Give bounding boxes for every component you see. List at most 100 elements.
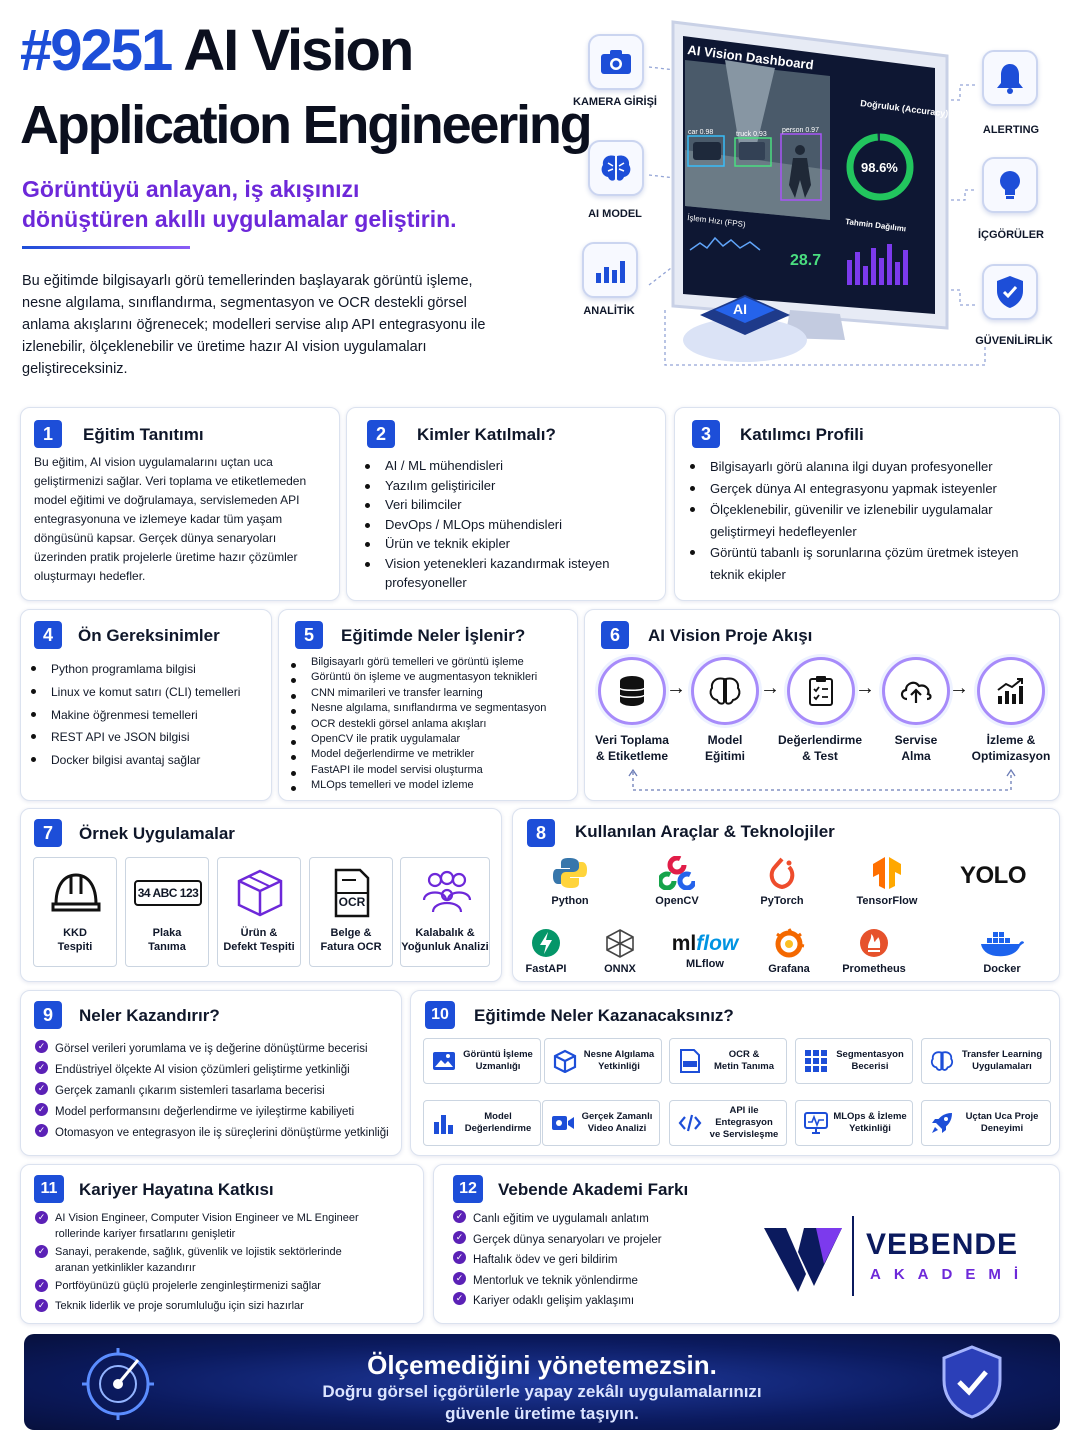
- side-label-camera: KAMERA GİRİŞİ: [573, 96, 657, 108]
- side-label-ai-model: AI MODEL: [588, 208, 642, 220]
- opencv-logo-icon: [657, 855, 697, 891]
- tool-mlflow: mlflow MLflow: [660, 930, 750, 970]
- ai-chip-icon: AI: [683, 295, 807, 362]
- hero-illustration: AI Vision Dashboard car 0.98 truck 0.93 …: [648, 20, 986, 366]
- tensorflow-logo-icon: [873, 857, 901, 889]
- tool-pytorch: PyTorch: [737, 856, 827, 907]
- lightbulb-icon: [982, 157, 1038, 213]
- list-item: Python programlama bilgisi: [29, 658, 269, 681]
- app-label: Kalabalık &: [415, 927, 475, 939]
- section-number: 5: [295, 621, 323, 649]
- python-logo-icon: [553, 858, 587, 888]
- skill-label: Deneyimi: [980, 1123, 1024, 1134]
- target-icon: [82, 1348, 154, 1420]
- section-number: 8: [527, 819, 555, 847]
- card-benefits: 9 Neler Kazandırır? Görsel verileri yoru…: [20, 990, 402, 1156]
- list-item: OCR destekli görsel anlama akışları: [289, 717, 574, 732]
- list-item: Görsel verileri yorumlama ve iş değerine…: [35, 1039, 400, 1060]
- skill-label: Uzmanlığı: [475, 1061, 521, 1072]
- tool-tensorflow: TensorFlow: [842, 856, 932, 907]
- list-item: Gerçek dünya AI entegrasyonu yapmak iste…: [688, 478, 1038, 500]
- flow-arrow: →: [949, 677, 969, 699]
- fps-value: 28.7: [790, 252, 821, 269]
- skill-label: Metin Tanıma: [714, 1061, 774, 1072]
- list-item: CNN mimarileri ve transfer learning: [289, 686, 574, 701]
- footer-line-3: güvenle üretime taşıyın.: [445, 1404, 639, 1423]
- card-prerequisites: 4 Ön Gereksinimler Python programlama bi…: [20, 609, 272, 801]
- dashboard-monitor: AI Vision Dashboard car 0.98 truck 0.93 …: [671, 20, 949, 340]
- flow-step-label-line: Eğitimi: [704, 749, 745, 763]
- skill-label: Nesne Algılama: [583, 1049, 655, 1060]
- camera-icon: [588, 34, 644, 90]
- section-title: Kullanılan Araçlar & Teknolojiler: [575, 822, 835, 841]
- flow-step-label-line: Optimizasyon: [971, 749, 1051, 763]
- skill-label: Uçtan Uca Proje: [965, 1111, 1039, 1122]
- list-item: Mentorluk ve teknik yönlendirme: [453, 1271, 753, 1292]
- section-number: 10: [425, 1001, 455, 1029]
- list-item: Ürün ve teknik ekipler: [363, 534, 653, 554]
- check-list: Canlı eğitim ve uygulamalı anlatım Gerçe…: [453, 1209, 753, 1312]
- tool-grafana: Grafana: [744, 928, 834, 975]
- list-item: Linux ve komut satırı (CLI) temelleri: [29, 681, 269, 704]
- tool-onnx: ONNX: [575, 928, 665, 975]
- list-item: Bilgisayarlı görü temelleri ve görüntü i…: [289, 655, 574, 670]
- bullet-list: Python programlama bilgisi Linux ve komu…: [29, 658, 269, 772]
- accuracy-value: 98.6%: [861, 160, 898, 175]
- mlflow-logo-text: mlflow: [660, 930, 750, 958]
- side-label-alerting: ALERTING: [982, 124, 1040, 136]
- list-item: Model performansını değerlendirme ve iyi…: [35, 1102, 400, 1123]
- list-item-line: aranan yetkinlikler kazandırır: [55, 1262, 196, 1274]
- app-label: Tanıma: [148, 941, 186, 953]
- skill-label: Gerçek Zamanlı: [581, 1111, 653, 1122]
- det-box-car: [687, 135, 725, 167]
- skill-label: ve Servisleşme: [709, 1129, 779, 1140]
- mlflow-logo-part-a: ml: [671, 932, 697, 955]
- section-number: 6: [601, 621, 629, 649]
- check-list: Görsel verileri yorumlama ve iş değerine…: [35, 1039, 400, 1144]
- section-number: 2: [367, 420, 395, 448]
- side-label-analytics: ANALİTİK: [583, 305, 635, 317]
- app-label: KKD: [63, 927, 87, 939]
- skill-label: Video Analizi: [587, 1123, 647, 1134]
- det-label-person: person 0.97: [782, 127, 819, 134]
- list-item: Otomasyon ve entegrasyon ile iş süreçler…: [35, 1123, 400, 1144]
- tool-label: OpenCV: [655, 895, 699, 907]
- flow-step-label-line: Veri Toplama: [595, 733, 669, 747]
- course-number: #9251: [20, 18, 173, 83]
- list-item: Sanayi, perakende, sağlık, güvenlik ve l…: [35, 1244, 420, 1276]
- check-list: AI Vision Engineer, Computer Vision Engi…: [35, 1210, 420, 1314]
- code-icon: [678, 1111, 702, 1135]
- shield-check-icon: [942, 1345, 1002, 1419]
- app-label: Plaka: [152, 927, 182, 939]
- section-title: Eğitimde Neler Kazanacaksınız?: [474, 1006, 734, 1025]
- tool-python: Python: [525, 856, 615, 907]
- card-training-intro: 1 Eğitim Tanıtımı Bu eğitim, AI vision u…: [20, 407, 340, 601]
- footer-line-2: Doğru görsel içgörülerle yapay zekâlı uy…: [322, 1382, 762, 1401]
- list-item: Gerçek zamanlı çıkarım sistemleri tasarl…: [35, 1081, 400, 1102]
- brand-name: VEBENDE: [866, 1228, 1019, 1261]
- section-text: Bu eğitim, AI vision uygulamalarını uçta…: [34, 455, 307, 583]
- tool-opencv: OpenCV: [632, 855, 722, 907]
- list-item: Görüntü ön işleme ve augmentasyon teknik…: [289, 670, 574, 685]
- section-number: 1: [34, 420, 62, 448]
- section-title: Eğitim Tanıtımı: [83, 425, 204, 444]
- prometheus-logo-icon: [860, 929, 888, 957]
- analytics-icon: [582, 242, 638, 298]
- section-number: 7: [34, 819, 62, 847]
- flow-arrow: →: [760, 677, 780, 699]
- tool-label: MLflow: [686, 958, 724, 970]
- skill-label: Uygulamaları: [972, 1061, 1032, 1072]
- app-label: Defekt Tespiti: [223, 941, 295, 953]
- app-label: Ürün &: [240, 927, 278, 939]
- list-item: Haftalık ödev ve geri bildirim: [453, 1250, 753, 1271]
- video-icon: [551, 1111, 575, 1135]
- list-item-line: Sanayi, perakende, sağlık, güvenlik ve l…: [55, 1246, 342, 1258]
- list-item: Teknik liderlik ve proje sorumluluğu içi…: [35, 1298, 420, 1314]
- list-item: Makine öğrenmesi temelleri: [29, 704, 269, 727]
- bell-icon: [982, 50, 1038, 106]
- tool-label: Grafana: [768, 963, 810, 975]
- brain-icon: [930, 1049, 954, 1073]
- side-label-insights: İÇGÖRÜLER: [978, 229, 1044, 241]
- app-label: Belge &: [330, 927, 372, 939]
